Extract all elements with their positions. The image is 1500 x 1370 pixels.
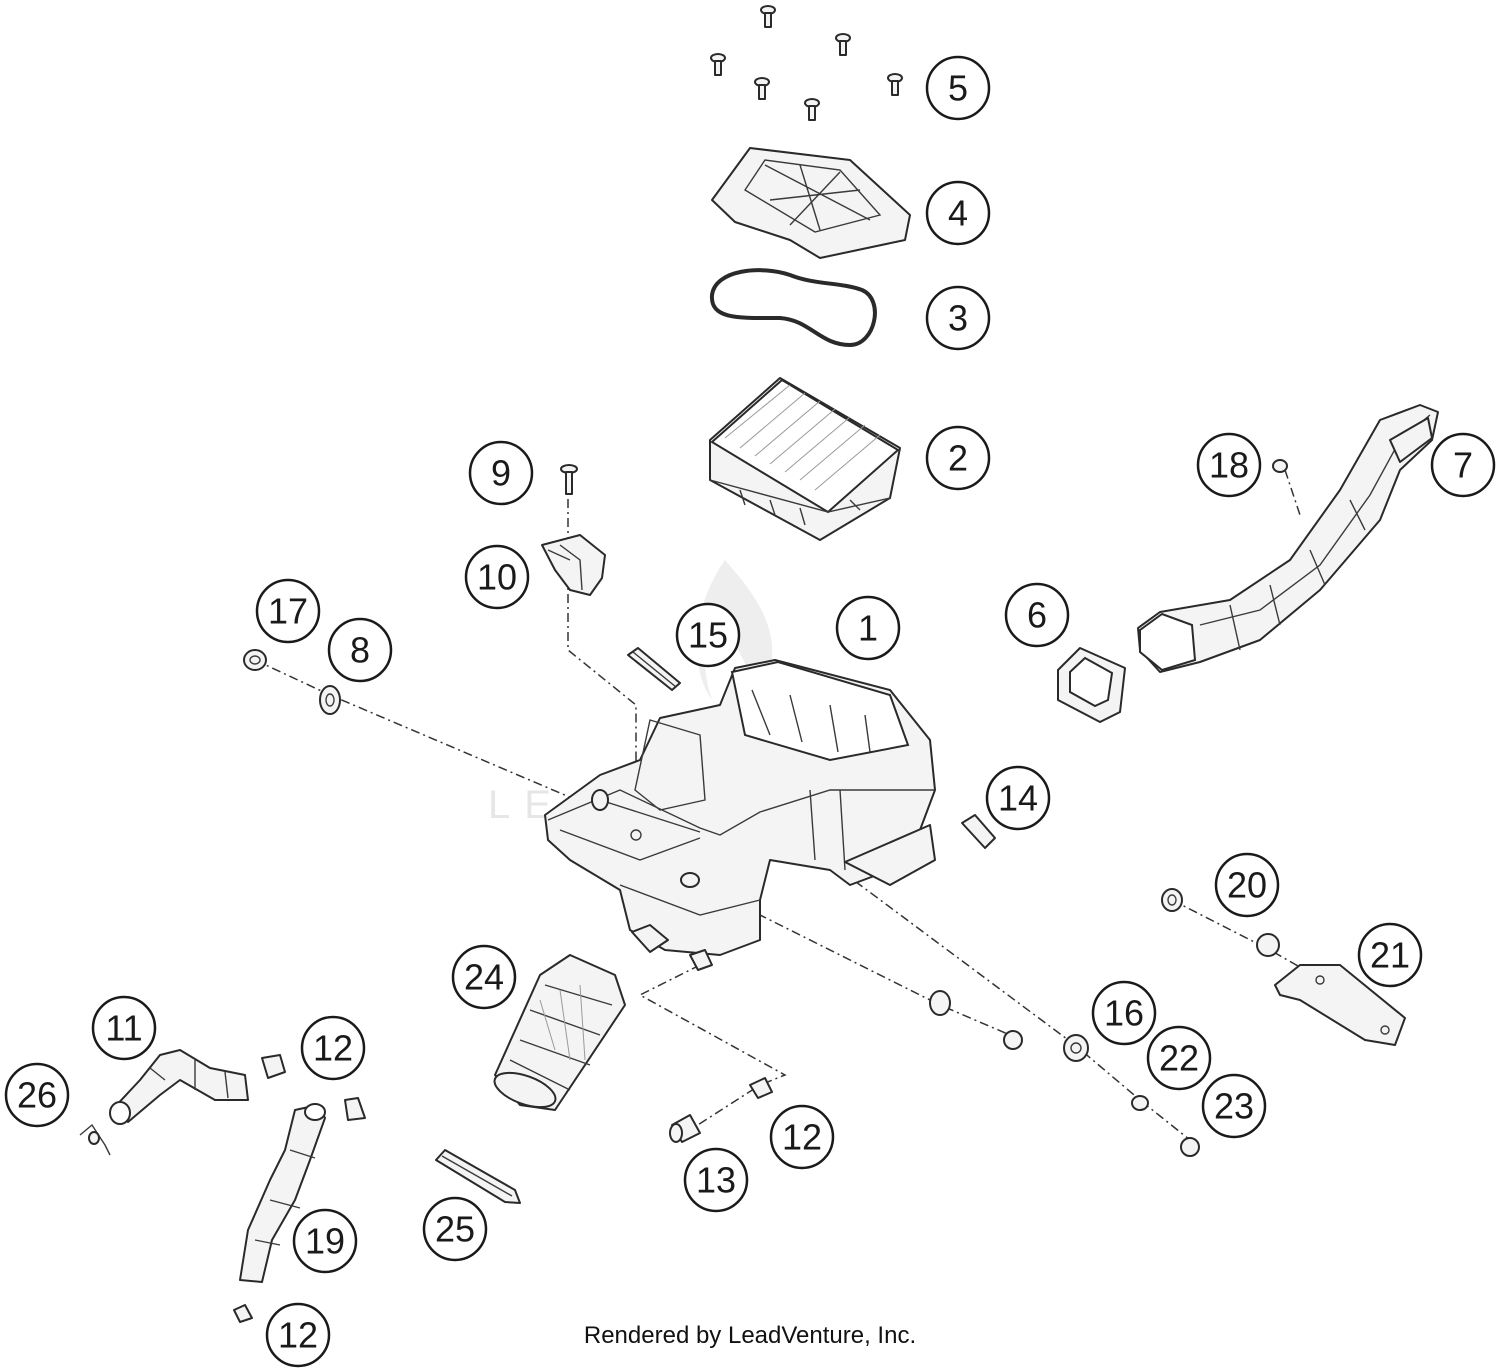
clamp-icon	[344, 1097, 366, 1121]
part-24-intake-boot	[493, 954, 626, 1111]
callout-labels: 1 2 3 4 5 6 7 8 9 10 11 12 12 12 13 14 1…	[4, 55, 1496, 1368]
callout-11: 11	[91, 995, 157, 1061]
part-18-nut	[1272, 459, 1288, 473]
callout-24: 24	[451, 944, 517, 1010]
part-5-screws	[710, 5, 903, 121]
clamp-icon	[233, 1304, 253, 1323]
callout-4: 4	[925, 180, 991, 246]
callout-3: 3	[925, 285, 991, 351]
part-22-bushing	[1063, 1034, 1089, 1062]
callout-number: 26	[17, 1075, 57, 1116]
callout-18: 18	[1196, 432, 1262, 498]
callout-14: 14	[985, 765, 1051, 831]
part-17-grommet	[243, 649, 267, 671]
part-7-intake-duct	[1137, 404, 1439, 673]
callout-5: 5	[925, 55, 991, 121]
clamp-icon	[261, 1054, 286, 1079]
callout-12: 12	[769, 1104, 835, 1170]
callout-1: 1	[835, 595, 901, 661]
callout-number: 2	[948, 438, 968, 479]
part-3-gasket	[709, 268, 877, 348]
callout-22: 22	[1146, 1025, 1212, 1091]
part-16-rubber	[929, 990, 1023, 1050]
part-15-strip	[627, 647, 681, 691]
callout-10: 10	[464, 544, 530, 610]
callout-13: 13	[683, 1147, 749, 1213]
screw-icon	[804, 98, 820, 121]
callout-7: 7	[1430, 432, 1496, 498]
part-1-airbox-housing	[544, 659, 936, 971]
callout-number: 7	[1453, 445, 1473, 486]
screw-icon	[754, 77, 770, 100]
callout-number: 3	[948, 298, 968, 339]
callout-number: 6	[1027, 595, 1047, 636]
callout-number: 18	[1209, 445, 1249, 486]
callout-19: 19	[292, 1208, 358, 1274]
part-23-washer	[1131, 1095, 1200, 1157]
callout-9: 9	[468, 440, 534, 506]
screw-icon	[835, 33, 851, 56]
callout-number: 21	[1370, 935, 1410, 976]
callout-number: 9	[491, 453, 511, 494]
part-2-air-filter	[709, 377, 901, 541]
callout-20: 20	[1214, 852, 1280, 918]
screw-icon	[710, 53, 726, 76]
callout-number: 1	[858, 608, 878, 649]
part-11-hose	[109, 1049, 249, 1125]
callout-25: 25	[422, 1196, 488, 1262]
part-13-plug	[669, 1114, 701, 1143]
callout-number: 19	[305, 1221, 345, 1262]
part-6-seal	[1057, 647, 1126, 723]
screw-icon	[760, 5, 776, 28]
callout-15: 15	[675, 602, 741, 668]
callout-number: 12	[313, 1028, 353, 1069]
callout-number: 15	[688, 615, 728, 656]
rendered-by-credit: Rendered by LeadVenture, Inc.	[583, 1322, 917, 1349]
part-14-clip	[961, 814, 996, 849]
callout-number: 25	[435, 1209, 475, 1250]
callout-number: 16	[1104, 993, 1144, 1034]
callout-21: 21	[1357, 922, 1423, 988]
callout-12: 12	[265, 1302, 331, 1368]
callout-number: 24	[464, 957, 504, 998]
callout-number: 13	[696, 1160, 736, 1201]
callout-number: 11	[105, 1008, 142, 1049]
part-20-grommet	[1161, 888, 1183, 912]
callout-12: 12	[300, 1015, 366, 1081]
callout-number: 4	[948, 193, 968, 234]
part-19-hose	[239, 1103, 326, 1283]
callout-17: 17	[255, 578, 321, 644]
screw-icon	[887, 73, 903, 96]
part-21-bracket	[1256, 933, 1406, 1046]
callout-2: 2	[925, 425, 991, 491]
callout-number: 17	[268, 591, 308, 632]
part-12-clamps	[233, 1054, 773, 1323]
callout-number: 14	[998, 778, 1038, 819]
part-8-rubber-bush	[319, 685, 341, 715]
callout-number: 10	[477, 557, 517, 598]
callout-8: 8	[327, 617, 393, 683]
callout-16: 16	[1091, 980, 1157, 1046]
part-25-strap	[435, 1149, 521, 1204]
callout-number: 8	[350, 630, 370, 671]
callout-number: 5	[948, 68, 968, 109]
part-9-screw	[560, 464, 578, 495]
callout-26: 26	[4, 1062, 70, 1128]
part-10-bracket	[541, 534, 606, 596]
part-4-filter-cover	[711, 147, 911, 259]
part-26-clip	[79, 1123, 111, 1156]
callout-number: 23	[1214, 1086, 1254, 1127]
callout-number: 12	[782, 1117, 822, 1158]
callout-6: 6	[1004, 582, 1070, 648]
callout-number: 22	[1159, 1038, 1199, 1079]
callout-number: 12	[278, 1315, 318, 1356]
callout-23: 23	[1201, 1073, 1267, 1139]
clamp-icon	[749, 1077, 773, 1099]
callout-number: 20	[1227, 865, 1267, 906]
